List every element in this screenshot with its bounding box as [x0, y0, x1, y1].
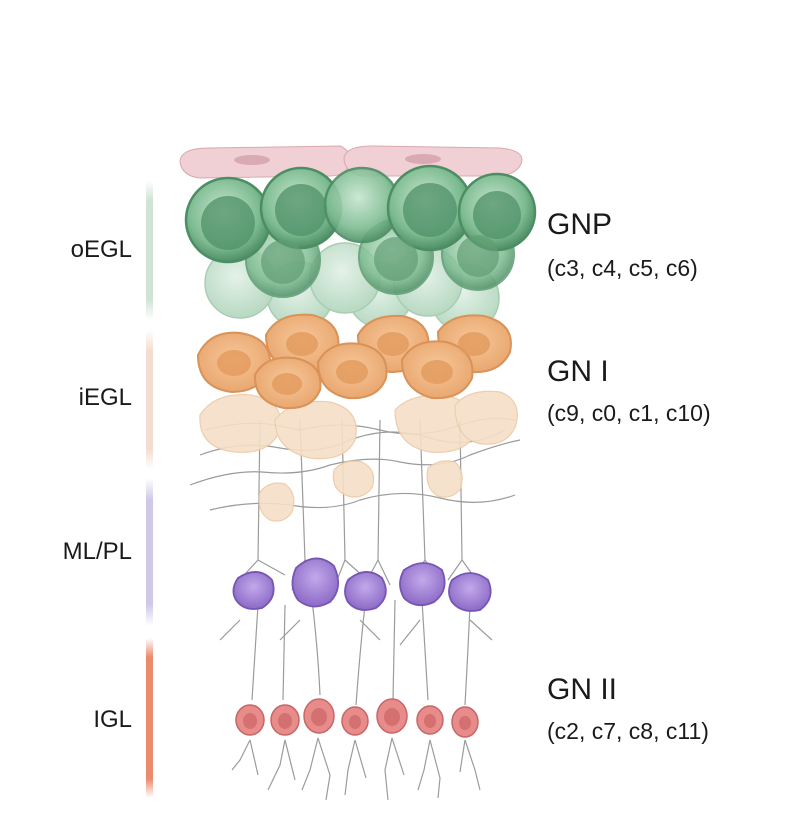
- cell-type-name-gn2: GN II: [547, 673, 618, 706]
- purkinje-cells: [232, 557, 492, 612]
- neurite-network: [189, 417, 521, 801]
- gn1-nuclei: [217, 332, 490, 395]
- cell-type-clusters-gn1: (c9, c0, c1, c10): [547, 400, 711, 426]
- gnp-cells: [184, 164, 537, 284]
- cell-type-clusters-gn2: (c2, c7, c8, c11): [547, 718, 709, 744]
- iegl-layer-bar: [146, 330, 153, 470]
- layer-label-igl: IGL: [93, 706, 132, 733]
- oegl-layer-bar: [146, 180, 153, 320]
- gn1-back-cells: [199, 390, 518, 522]
- layer-label-oegl: oEGL: [70, 236, 132, 263]
- cell-type-name-gnp: GNP: [547, 208, 613, 241]
- ml-pl-layer-bar: [146, 478, 153, 626]
- granule-nuclei: [243, 708, 471, 730]
- cell-type-name-gn1: GN I: [547, 355, 609, 388]
- cell-type-clusters-gnp: (c3, c4, c5, c6): [547, 255, 698, 281]
- igl-layer-bar: [146, 638, 153, 798]
- layer-label-ml-pl: ML/PL: [62, 538, 132, 565]
- layer-label-iegl: iEGL: [78, 384, 132, 411]
